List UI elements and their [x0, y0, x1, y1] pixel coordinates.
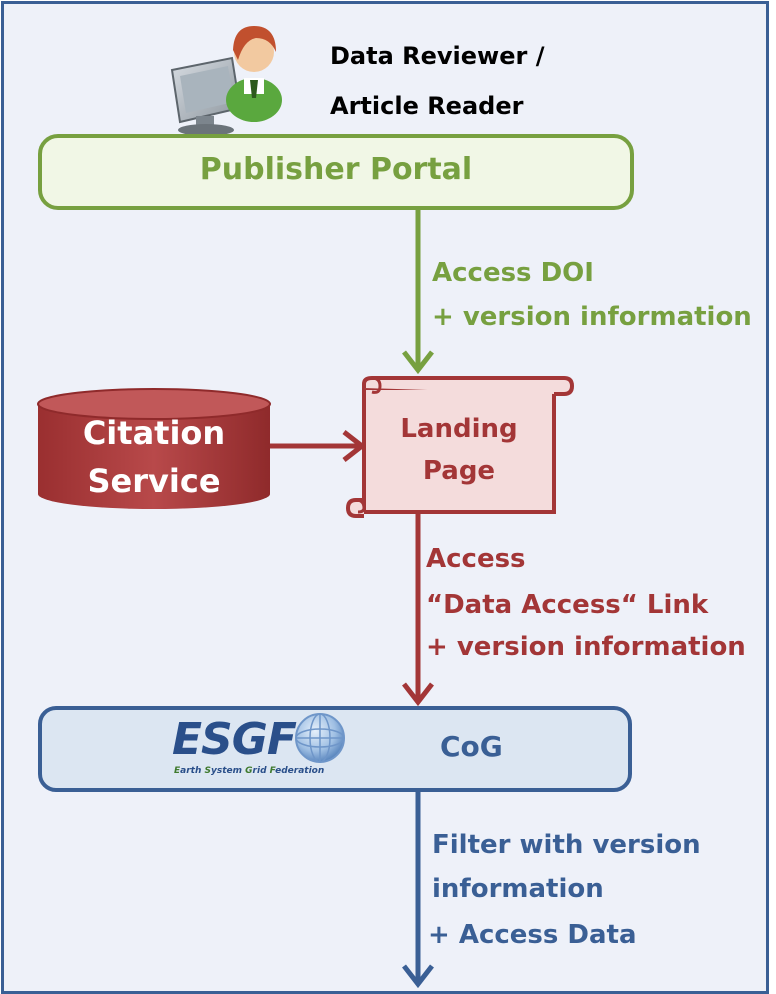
user-computer-icon: [170, 26, 282, 136]
esgf-logo-text: ESGF: [172, 714, 297, 765]
edge-label-version-info-red: + version information: [426, 632, 746, 662]
user-label-line2: Article Reader: [330, 92, 524, 120]
edge-label-filter: Filter with version: [432, 830, 701, 860]
edge-label-version-info-green: + version information: [432, 302, 752, 332]
publisher-portal-label: Publisher Portal: [199, 152, 473, 187]
esgf-logo-subtitle: Earth System Grid Federation: [174, 766, 325, 776]
landing-page-scroll: [345, 376, 575, 518]
landing-page-label-line2: Page: [422, 456, 496, 486]
edge-label-information: information: [432, 874, 604, 904]
landing-page-label-line1: Landing: [400, 414, 518, 444]
publisher-portal-box: [38, 134, 634, 210]
citation-service-label-line1: Citation: [82, 414, 226, 452]
edge-label-access: Access: [426, 544, 526, 574]
citation-service-label-line2: Service: [87, 462, 221, 500]
user-label-line1: Data Reviewer /: [330, 42, 545, 70]
citation-service-cylinder: [37, 388, 271, 509]
edge-label-access-data: + Access Data: [428, 920, 637, 950]
edge-label-access-doi: Access DOI: [432, 258, 594, 288]
edge-label-data-access-link: “Data Access“ Link: [426, 590, 709, 620]
cog-label: CoG: [440, 730, 503, 763]
esgf-globe-icon: [295, 713, 345, 763]
